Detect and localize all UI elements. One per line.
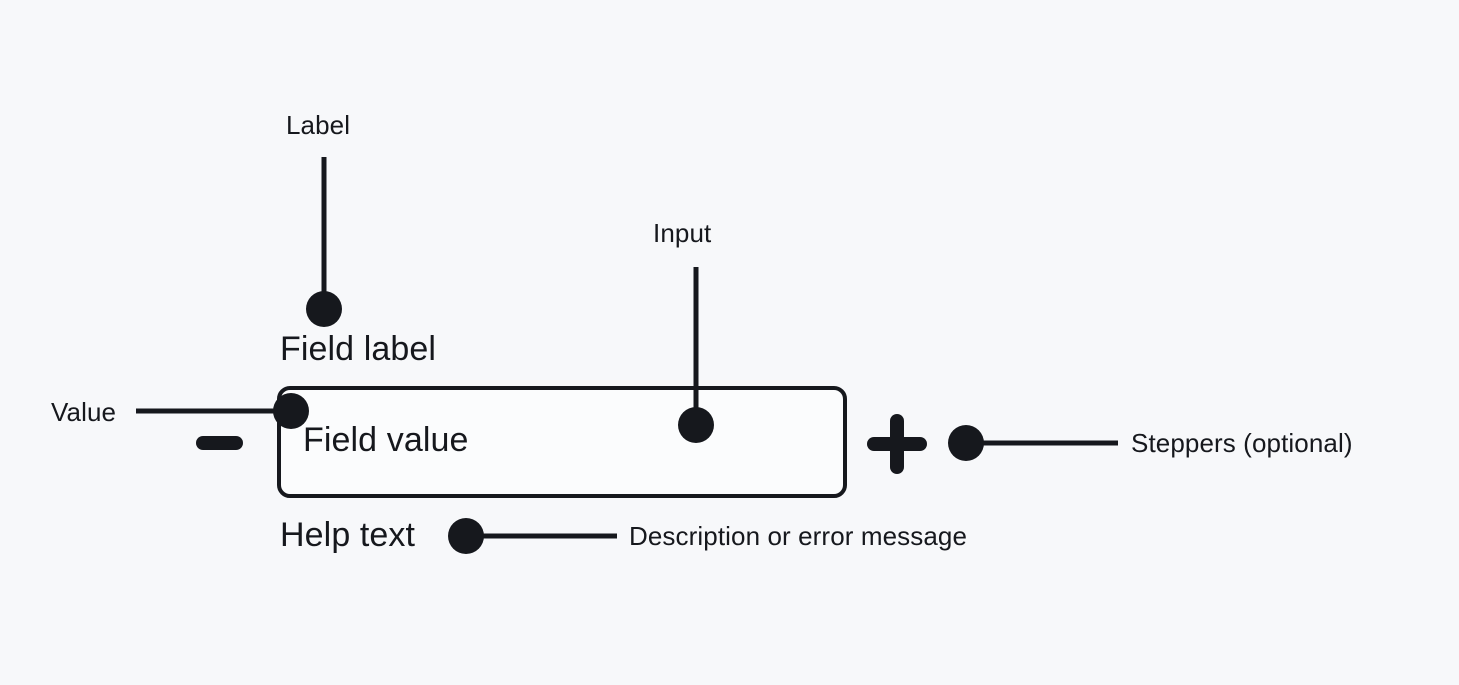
- annotation-label: Label: [286, 110, 351, 140]
- label-callout-dot: [306, 291, 342, 327]
- annotation-steppers: Steppers (optional): [1131, 428, 1353, 458]
- annotation-value: Value: [51, 397, 117, 427]
- help-text-callout-dot: [448, 518, 484, 554]
- help-text-label: Help text: [280, 516, 416, 554]
- input-callout-dot: [678, 407, 714, 443]
- value-callout-dot: [273, 393, 309, 429]
- annotation-help-description: Description or error message: [629, 521, 968, 551]
- plus-icon[interactable]: [867, 414, 927, 474]
- field-value-text[interactable]: Field value: [303, 421, 469, 459]
- steppers-callout-dot: [948, 425, 984, 461]
- annotation-input: Input: [653, 218, 712, 248]
- field-label-text: Field label: [280, 330, 437, 368]
